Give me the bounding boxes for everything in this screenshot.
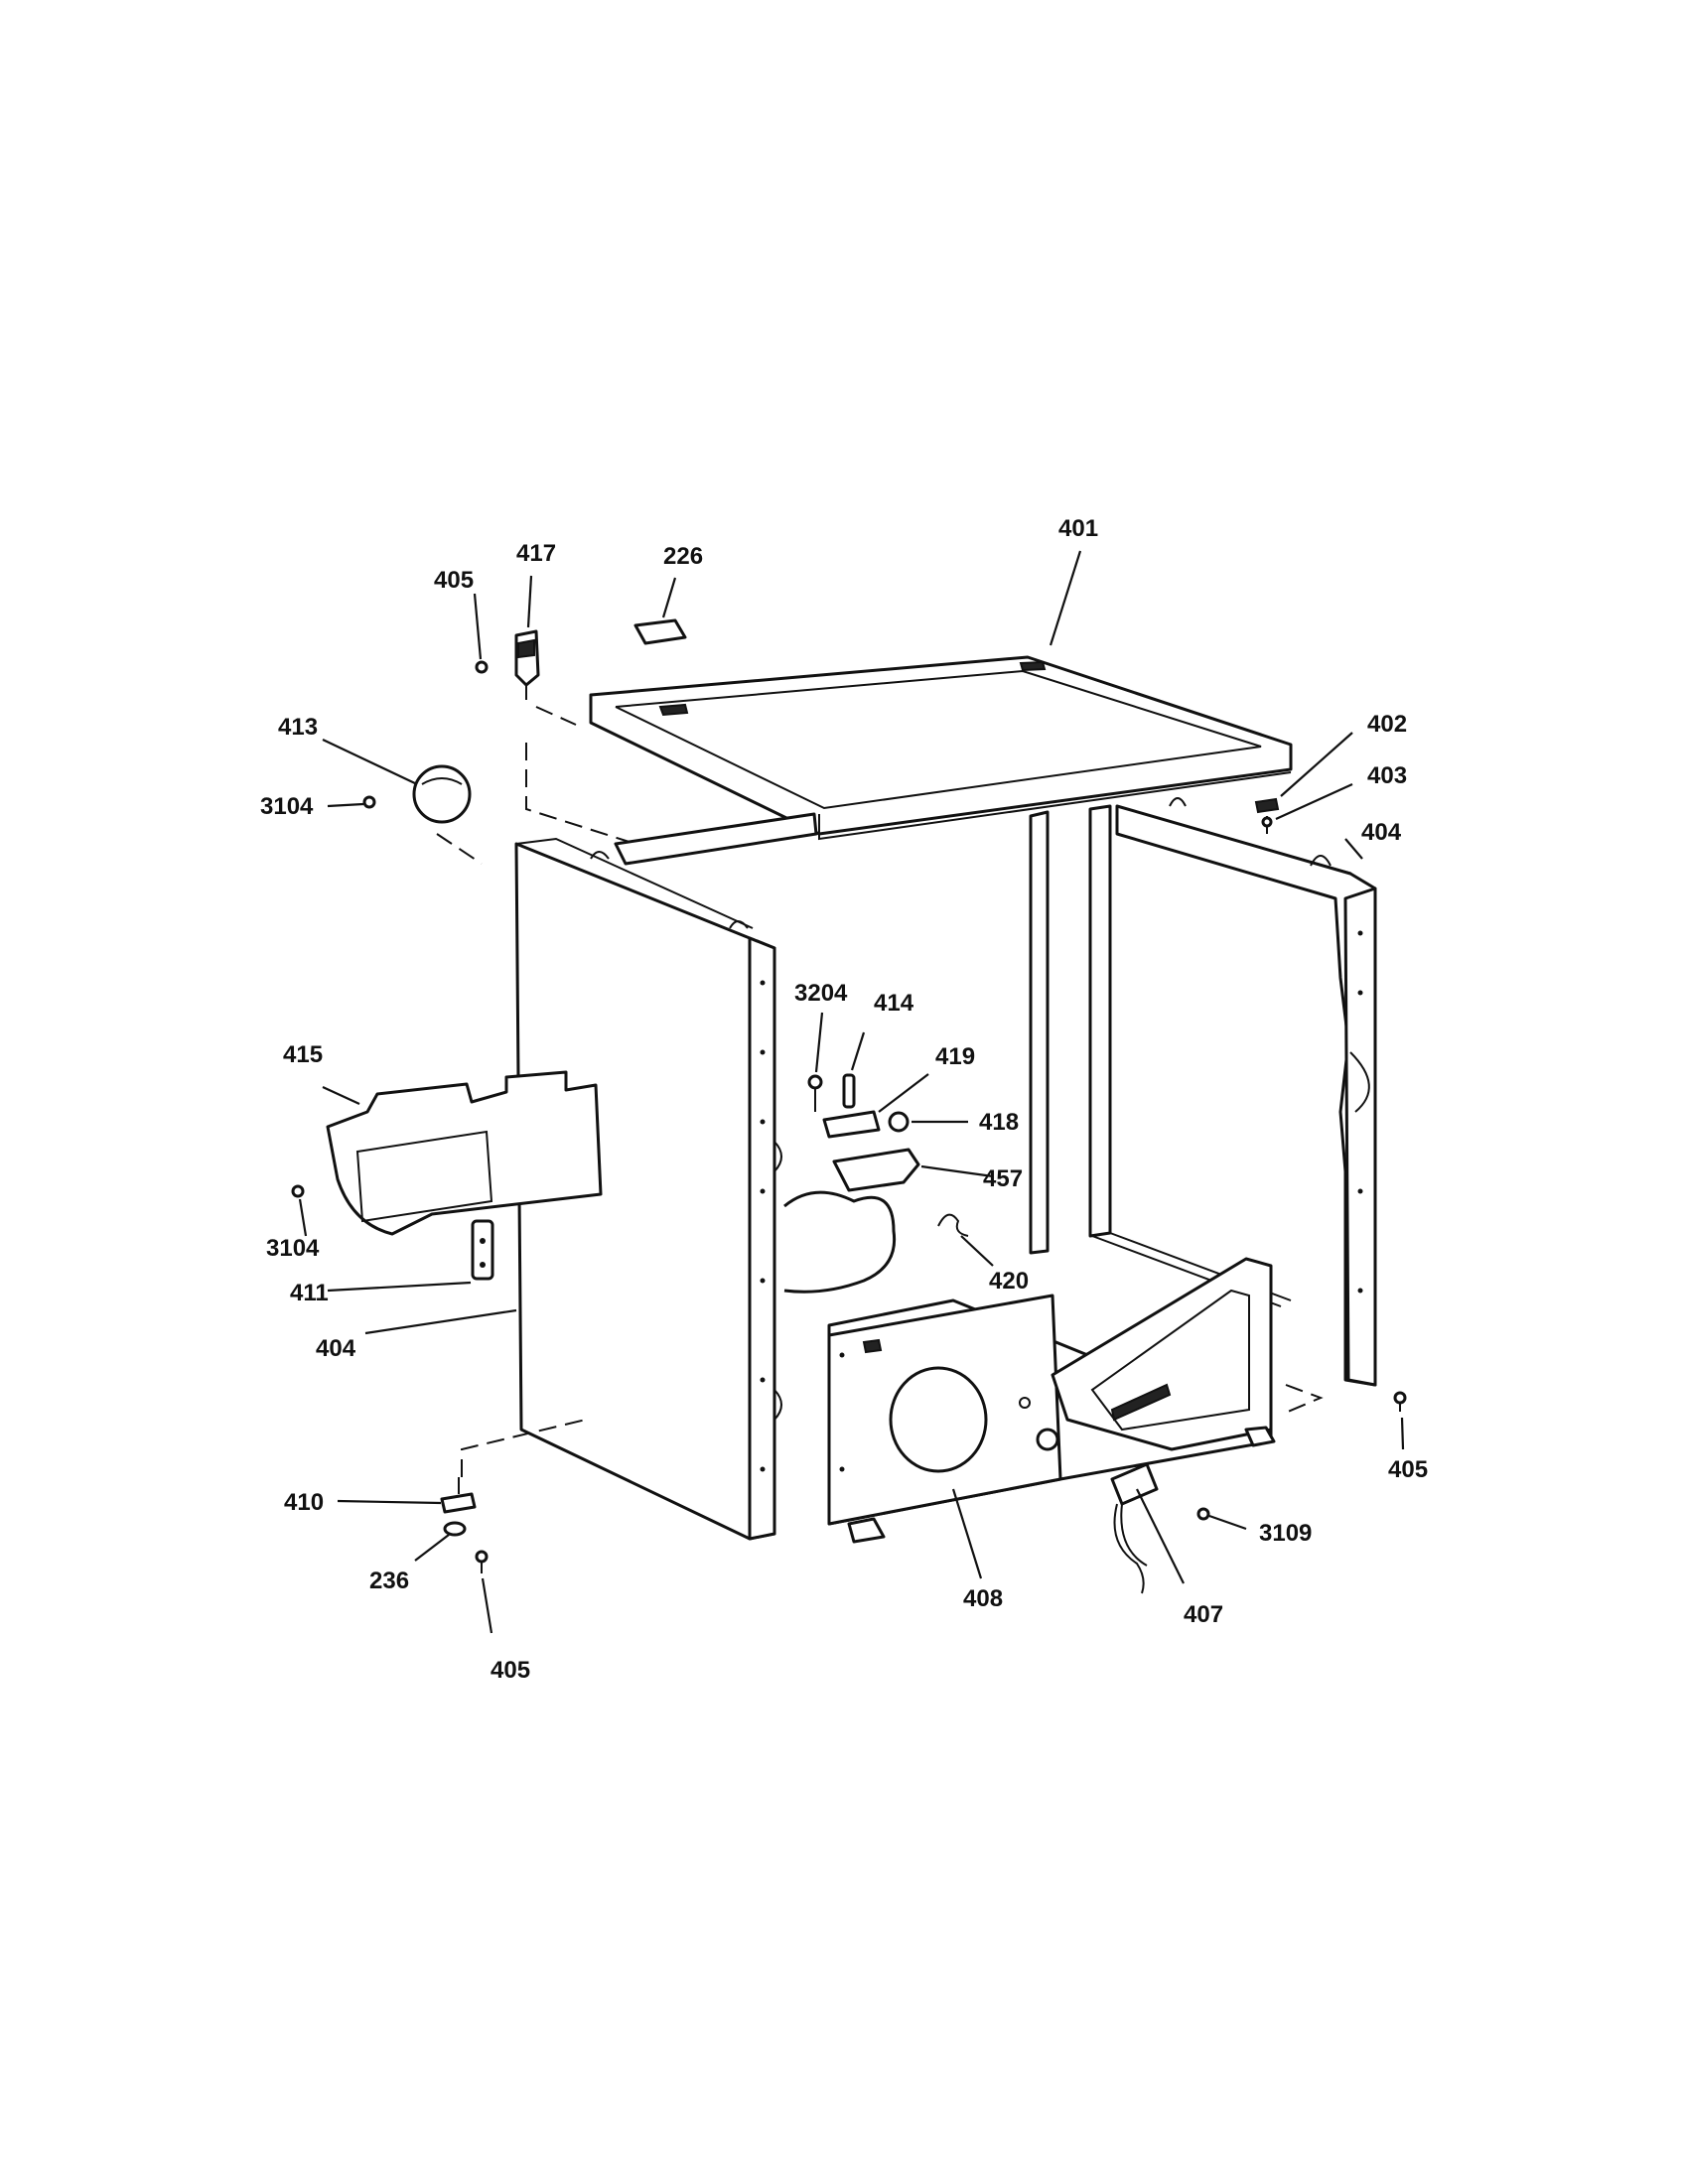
label-420: 420 — [989, 1268, 1029, 1295]
guide-line — [461, 1419, 587, 1477]
leader-lines — [298, 550, 1405, 1634]
label-3204: 3204 — [794, 980, 848, 1007]
guide-line — [535, 706, 577, 726]
label-405-right: 405 — [1388, 1456, 1428, 1483]
guide-line — [436, 833, 483, 865]
left-side-panel — [514, 837, 782, 1541]
screw-405-right — [1393, 1391, 1407, 1412]
label-402: 402 — [1367, 711, 1407, 738]
label-3109: 3109 — [1259, 1520, 1312, 1547]
back-frame-post — [1029, 804, 1292, 1307]
label-3104-top: 3104 — [260, 793, 314, 820]
screw-405-bottom — [475, 1550, 489, 1573]
label-403: 403 — [1367, 762, 1407, 789]
label-417: 417 — [516, 540, 556, 567]
label-405-bottom: 405 — [491, 1657, 530, 1684]
label-236: 236 — [369, 1568, 409, 1594]
screw-3104-left — [291, 1184, 305, 1198]
screw-3204 — [807, 1074, 823, 1112]
label-226: 226 — [663, 543, 703, 570]
label-405-top: 405 — [434, 567, 474, 594]
label-401: 401 — [1058, 515, 1098, 542]
label-419: 419 — [935, 1043, 975, 1070]
knob-418 — [888, 1111, 910, 1133]
label-410: 410 — [284, 1489, 324, 1516]
leveling-leg — [1254, 797, 1280, 834]
spring-420 — [937, 1213, 969, 1237]
part-labels: 401 402 403 404 404 405 405 405 407 408 … — [260, 515, 1428, 1684]
label-411: 411 — [290, 1280, 329, 1306]
label-404-left: 404 — [316, 1335, 356, 1362]
label-457: 457 — [983, 1165, 1023, 1192]
clip-226 — [633, 618, 687, 645]
label-3104-left: 3104 — [266, 1235, 320, 1262]
screw-3109 — [1196, 1507, 1210, 1521]
top-cover — [589, 655, 1293, 841]
bracket-410 — [440, 1477, 477, 1514]
strike-457 — [832, 1148, 920, 1192]
label-413: 413 — [278, 714, 318, 741]
label-408: 408 — [963, 1585, 1003, 1612]
screw-3104-top — [362, 795, 376, 809]
guide-line — [1280, 1384, 1324, 1416]
label-418: 418 — [979, 1109, 1019, 1136]
washer-236 — [443, 1521, 467, 1537]
hinge-bracket-417 — [514, 629, 540, 700]
label-414: 414 — [874, 990, 914, 1017]
switch-407 — [1110, 1462, 1159, 1594]
label-404-right: 404 — [1361, 819, 1402, 846]
screw-405-top — [475, 660, 489, 674]
access-panel-415 — [326, 1070, 603, 1236]
guide-line — [525, 743, 636, 845]
terminal-block-411 — [471, 1219, 494, 1281]
cover-plate-413 — [412, 764, 472, 824]
pin-414 — [842, 1073, 856, 1109]
label-415: 415 — [283, 1041, 323, 1068]
label-407: 407 — [1184, 1601, 1223, 1628]
right-side-panel — [1115, 797, 1377, 1387]
base-front-panel — [827, 1257, 1276, 1544]
latch-419 — [822, 1110, 881, 1139]
rear-duct-opening — [783, 1190, 897, 1294]
